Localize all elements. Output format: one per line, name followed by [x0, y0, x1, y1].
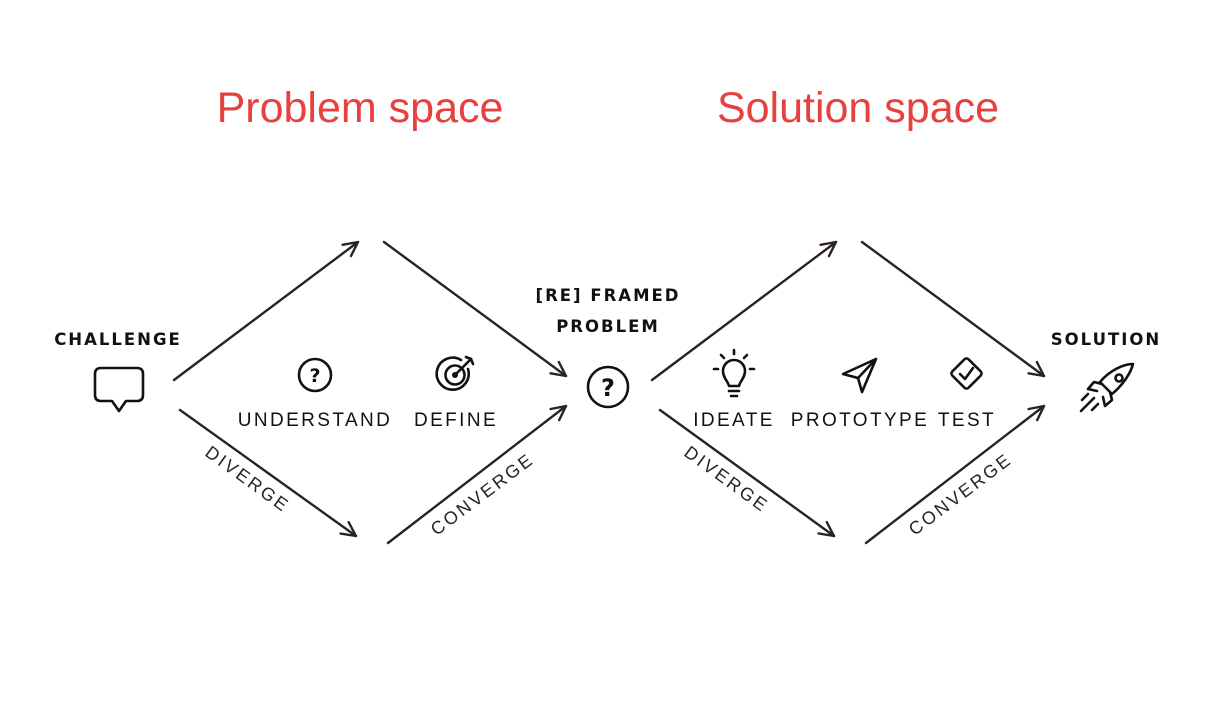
problem-space-title: Problem space [217, 84, 504, 132]
reframed-label-line1: [RE] FRAMED [536, 286, 681, 305]
question-circle-icon: ? [297, 357, 333, 393]
problem-diamond [172, 240, 568, 545]
test-stage: TEST [938, 357, 996, 431]
solution-space-title: Solution space [717, 84, 999, 132]
solution-lower-left-arrow [658, 408, 836, 538]
ideate-label: IDEATE [693, 410, 775, 431]
speech-bubble-icon [93, 366, 145, 413]
paper-plane-icon [841, 357, 878, 394]
solution-diverge-label: DIVERGE [681, 442, 773, 516]
checkbox-icon [950, 357, 983, 390]
problem-lower-left-arrow [178, 408, 358, 538]
define-label: DEFINE [414, 410, 498, 431]
prototype-stage: PROTOTYPE [791, 357, 929, 431]
problem-upper-right-arrow [382, 240, 568, 378]
problem-upper-left-arrow [172, 240, 360, 382]
rocket-icon [1079, 362, 1135, 413]
reframed-problem-node: [RE] FRAMED PROBLEM ? [536, 286, 681, 409]
ideate-stage: IDEATE [693, 348, 775, 431]
solution-label: SOLUTION [1051, 330, 1161, 349]
prototype-label: PROTOTYPE [791, 410, 929, 431]
reframed-label-line2: PROBLEM [556, 317, 660, 336]
define-stage: DEFINE [414, 355, 498, 431]
svg-text:?: ? [309, 365, 320, 387]
question-circle-icon: ? [586, 365, 630, 409]
test-label: TEST [938, 410, 996, 431]
understand-label: UNDERSTAND [238, 410, 393, 431]
solution-node: SOLUTION [1051, 330, 1161, 413]
challenge-node: CHALLENGE [54, 330, 182, 413]
understand-stage: ? UNDERSTAND [238, 357, 393, 431]
solution-converge-label: CONVERGE [905, 449, 1016, 539]
solution-upper-right-arrow [860, 240, 1046, 378]
target-icon [435, 355, 475, 391]
challenge-label: CHALLENGE [54, 330, 182, 349]
solution-lower-right-arrow [864, 404, 1046, 545]
lightbulb-icon [712, 348, 756, 398]
problem-diverge-label: DIVERGE [202, 442, 294, 516]
problem-converge-label: CONVERGE [427, 449, 538, 539]
svg-text:?: ? [601, 374, 615, 402]
solution-diamond [650, 240, 1046, 545]
problem-lower-right-arrow [386, 404, 568, 545]
solution-upper-left-arrow [650, 240, 838, 382]
